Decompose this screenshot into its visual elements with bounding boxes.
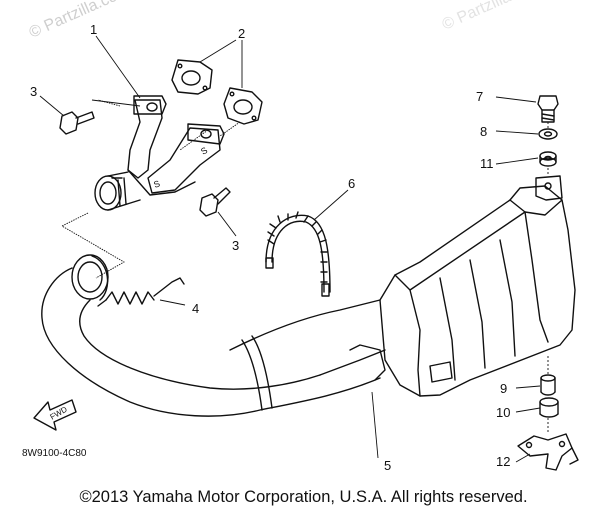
muffler-part — [41, 175, 576, 417]
watermark-text: © Partzilla.com — [27, 0, 132, 42]
grommet-part — [539, 151, 557, 167]
diagram-code: 8W9100-4C80 — [22, 448, 87, 459]
copyright-text: ©2013 Yamaha Motor Corporation, U.S.A. A… — [79, 488, 528, 506]
bolt-part — [59, 111, 231, 217]
callout-8: 8 — [480, 124, 487, 139]
callout-labels: 1 2 3 3 4 5 6 7 8 11 9 10 12 FWD 8W9100-… — [22, 22, 510, 473]
svg-text:S: S — [152, 178, 161, 189]
callout-6: 6 — [348, 176, 355, 191]
exhaust-manifold-part: S S — [94, 95, 225, 211]
collar-part — [540, 374, 556, 396]
bracket-part — [517, 433, 579, 471]
callout-12: 12 — [496, 454, 510, 469]
hose-part — [265, 211, 331, 297]
washer-part — [538, 128, 558, 140]
callout-7: 7 — [476, 89, 483, 104]
grommet-part — [539, 397, 559, 418]
callout-1: 1 — [90, 22, 97, 37]
callout-5: 5 — [384, 458, 391, 473]
gasket-part — [171, 59, 263, 125]
callout-10: 10 — [496, 405, 510, 420]
callout-2: 2 — [238, 26, 245, 41]
callout-11: 11 — [480, 156, 494, 171]
forward-arrow — [33, 399, 77, 431]
callout-4: 4 — [192, 301, 199, 316]
callout-9: 9 — [500, 381, 507, 396]
bolt-part — [537, 95, 559, 123]
spring-part — [97, 277, 185, 307]
svg-text:S: S — [199, 145, 209, 157]
watermark-text: © Partzilla.com — [440, 0, 545, 34]
leader-lines — [39, 35, 549, 463]
callout-3: 3 — [30, 84, 37, 99]
watermark-layer: © Partzilla.com © Partzilla.com — [27, 0, 545, 42]
callout-3: 3 — [232, 238, 239, 253]
